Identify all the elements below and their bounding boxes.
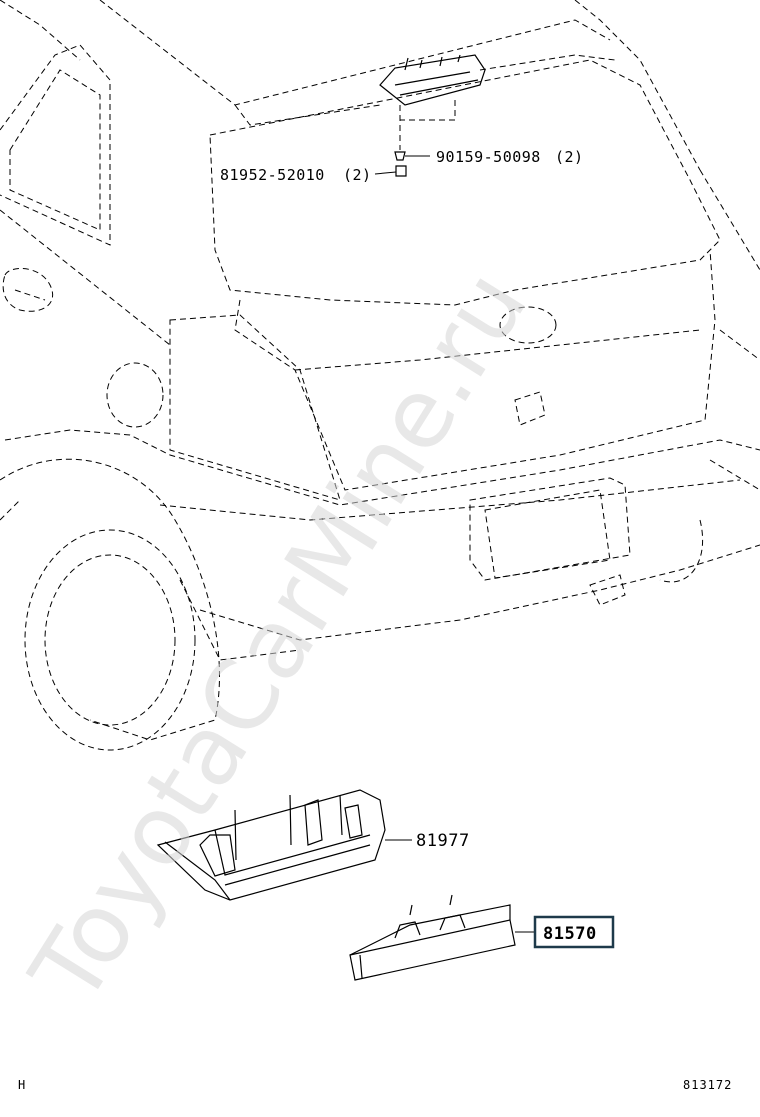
diagram-id: 813172 — [683, 1078, 732, 1092]
part-label-90159-50098[interactable]: 90159-50098 (2) — [436, 148, 584, 166]
part-qty: (2) — [555, 148, 584, 166]
part-number: 81570 — [543, 924, 597, 944]
stop-lamp-drawing — [349, 894, 540, 981]
watermark: ToyotaCarMine.ru — [9, 252, 549, 1023]
screw-icon — [394, 151, 430, 161]
lamp-cover-drawing — [156, 789, 412, 901]
mounted-stop-lamp — [379, 54, 486, 106]
part-number: 90159-50098 — [436, 148, 541, 166]
car-body-outline — [0, 0, 760, 751]
part-label-81977[interactable]: 81977 — [416, 831, 470, 851]
part-label-81952-52010[interactable]: 81952-52010 (2) — [220, 166, 372, 184]
part-number: 81952-52010 — [220, 166, 325, 184]
fastener-drop-lines — [399, 100, 456, 150]
nut-icon — [374, 165, 407, 177]
footer-code: H — [18, 1078, 26, 1092]
part-qty: (2) — [343, 166, 372, 184]
part-label-81570[interactable]: 81570 — [533, 915, 615, 949]
highlight-box — [533, 915, 615, 949]
part-number: 81977 — [416, 831, 470, 851]
